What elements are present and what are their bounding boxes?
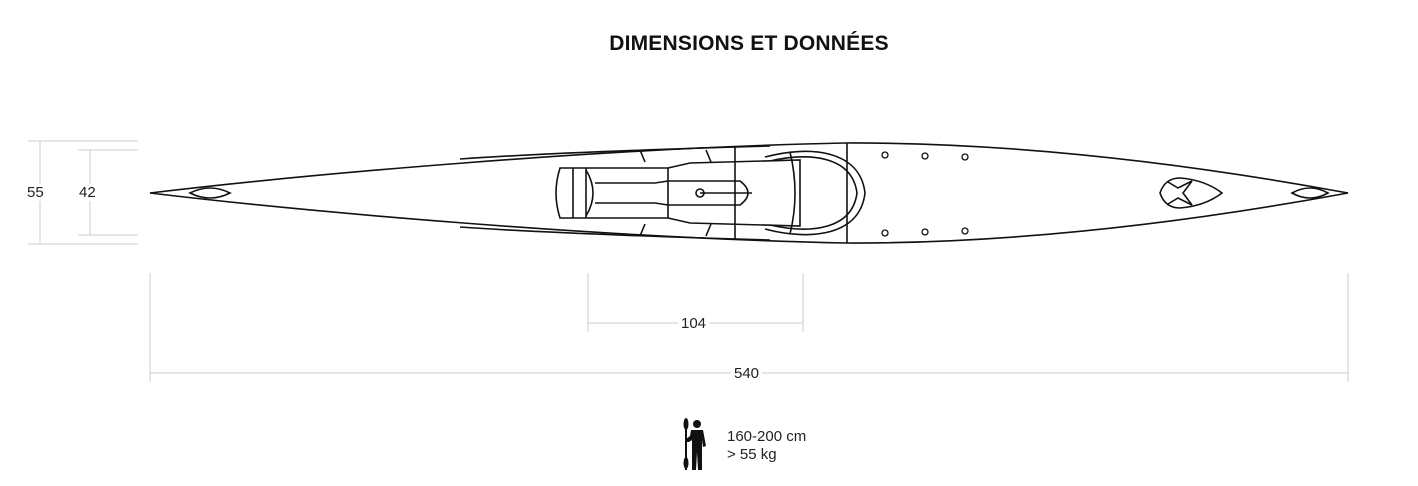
paddler-height-range: 160-200 cm [727,428,807,445]
height-inner-label: 42 [76,184,99,201]
paddler-weight: > 55 kg [727,446,777,463]
deck-fittings [881,151,969,237]
total-length-label: 540 [731,365,763,382]
dimension-lines [28,140,1349,382]
kayak-outline [149,142,1349,244]
page-title: DIMENSIONS ET DONNÉES [609,32,889,55]
cockpit-length-label: 104 [678,315,710,332]
height-total-label: 55 [24,184,47,201]
paddler-specs: 160-200 cm > 55 kg [727,428,806,464]
paddler-icon [683,418,706,470]
